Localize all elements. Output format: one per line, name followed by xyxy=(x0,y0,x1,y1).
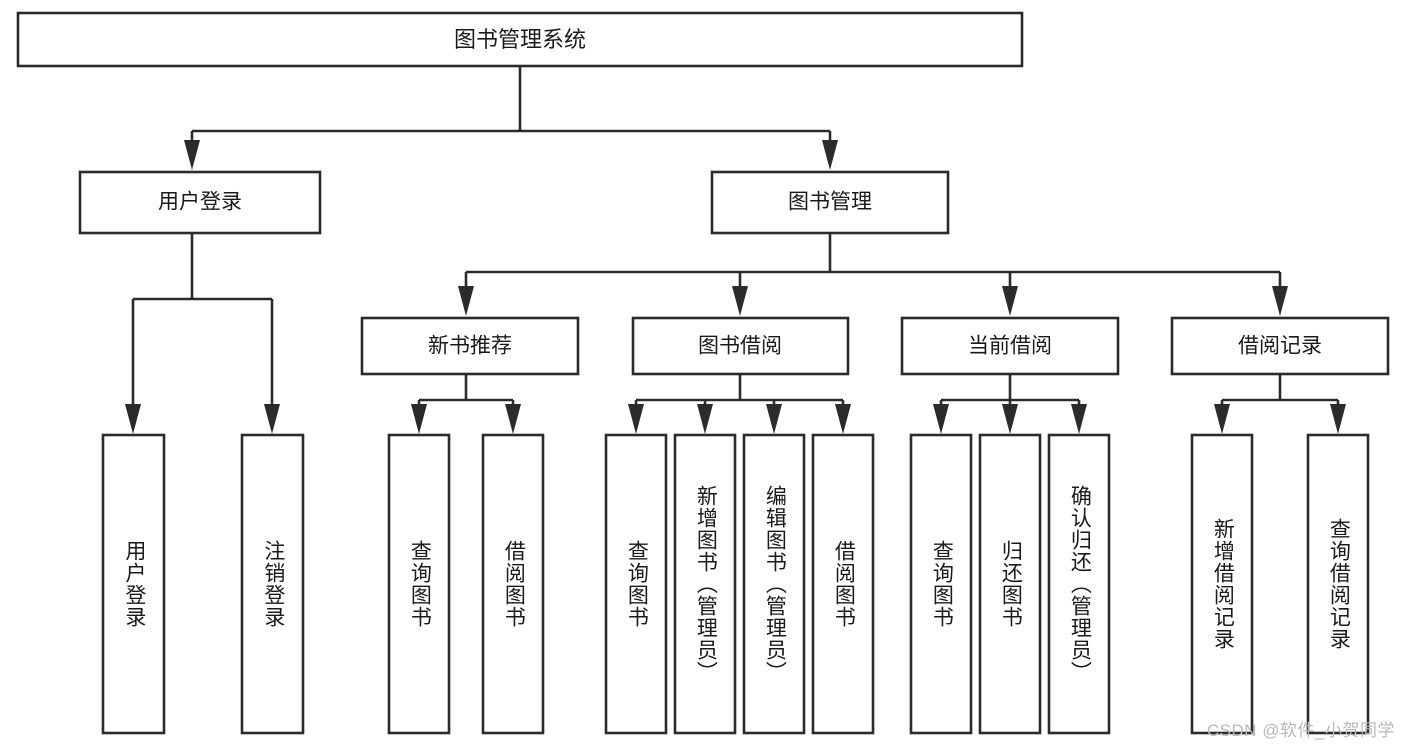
node-leaf-user-login-box[interactable] xyxy=(101,433,166,735)
connector-group-current-borrow xyxy=(933,375,1087,434)
connector-group-borrow-record xyxy=(1214,375,1346,434)
arrow-to-book-management xyxy=(822,140,838,170)
node-root-box[interactable] xyxy=(16,11,1024,68)
arrow-to-leaf-borrow-book-1 xyxy=(505,404,521,434)
node-new-book-recommend-box[interactable] xyxy=(360,316,580,376)
node-leaf-borrow-book-2-box[interactable] xyxy=(811,433,875,735)
arrow-to-leaf-add-book xyxy=(697,404,713,434)
node-book-borrow-box[interactable] xyxy=(631,316,850,376)
node-leaf-return-book-box[interactable] xyxy=(978,433,1042,735)
node-borrow-record-label: 借阅记录 xyxy=(1238,335,1322,358)
arrow-to-leaf-query-book-1 xyxy=(411,404,427,434)
node-root[interactable]: 图书管理系统 xyxy=(16,11,1024,68)
node-leaf-query-record-box[interactable] xyxy=(1306,433,1370,735)
node-user-login[interactable]: 用户登录 xyxy=(78,170,322,235)
node-book-management-label: 图书管理 xyxy=(788,191,872,214)
arrow-to-leaf-borrow-book-2 xyxy=(835,404,851,434)
arrow-to-book-borrow xyxy=(732,286,748,316)
node-user-login-box[interactable] xyxy=(78,170,322,235)
node-current-borrow-box[interactable] xyxy=(900,316,1120,376)
node-book-borrow[interactable]: 图书借阅 xyxy=(631,316,850,376)
node-new-book-recommend-label: 新书推荐 xyxy=(428,335,512,358)
connector-group-user-login xyxy=(125,233,280,434)
arrow-to-current-borrow xyxy=(1002,286,1018,316)
node-book-management-box[interactable] xyxy=(710,170,950,235)
node-borrow-record[interactable]: 借阅记录 xyxy=(1170,316,1390,376)
node-leaf-borrow-book-1-box[interactable] xyxy=(481,433,545,735)
node-leaf-edit-book-box[interactable] xyxy=(742,433,806,735)
arrow-to-leaf-query-book-2 xyxy=(628,404,644,434)
node-leaf-add-book-box[interactable] xyxy=(673,433,737,735)
arrow-to-borrow-record xyxy=(1272,286,1288,316)
node-leaf-confirm-return-box[interactable] xyxy=(1047,433,1111,735)
arrow-to-user-login xyxy=(184,140,200,170)
node-user-login-label: 用户登录 xyxy=(158,191,242,214)
connector-group-new-book-recommend xyxy=(411,375,521,434)
connector-group-book-borrow xyxy=(628,375,851,434)
node-root-label: 图书管理系统 xyxy=(454,27,586,52)
arrow-to-leaf-add-record xyxy=(1214,404,1230,434)
node-current-borrow-label: 当前借阅 xyxy=(968,335,1052,358)
arrow-to-leaf-confirm-return xyxy=(1071,404,1087,434)
connector-group-root xyxy=(184,66,838,170)
node-leaf-query-book-1-box[interactable] xyxy=(387,433,451,735)
arrow-to-leaf-edit-book xyxy=(766,404,782,434)
arrow-to-leaf-return-book xyxy=(1002,404,1018,434)
arrow-to-leaf-user-login xyxy=(125,404,141,434)
connector-group-book-management xyxy=(458,233,1288,316)
csdn-watermark: CSDN @软件_小贺同学 xyxy=(1206,721,1395,740)
node-leaf-add-record-box[interactable] xyxy=(1190,433,1254,735)
node-leaf-query-book-3-box[interactable] xyxy=(909,433,973,735)
arrow-to-leaf-query-record xyxy=(1330,404,1346,434)
node-book-borrow-label: 图书借阅 xyxy=(698,335,782,358)
arrow-to-new-book-recommend xyxy=(458,286,474,316)
node-borrow-record-box[interactable] xyxy=(1170,316,1390,376)
node-leaf-logout-login-box[interactable] xyxy=(240,433,305,735)
arrow-to-leaf-logout-login xyxy=(264,404,280,434)
node-leaf-query-book-2-box[interactable] xyxy=(604,433,668,735)
node-new-book-recommend[interactable]: 新书推荐 xyxy=(360,316,580,376)
node-current-borrow[interactable]: 当前借阅 xyxy=(900,316,1120,376)
node-book-management[interactable]: 图书管理 xyxy=(710,170,950,235)
arrow-to-leaf-query-book-3 xyxy=(933,404,949,434)
